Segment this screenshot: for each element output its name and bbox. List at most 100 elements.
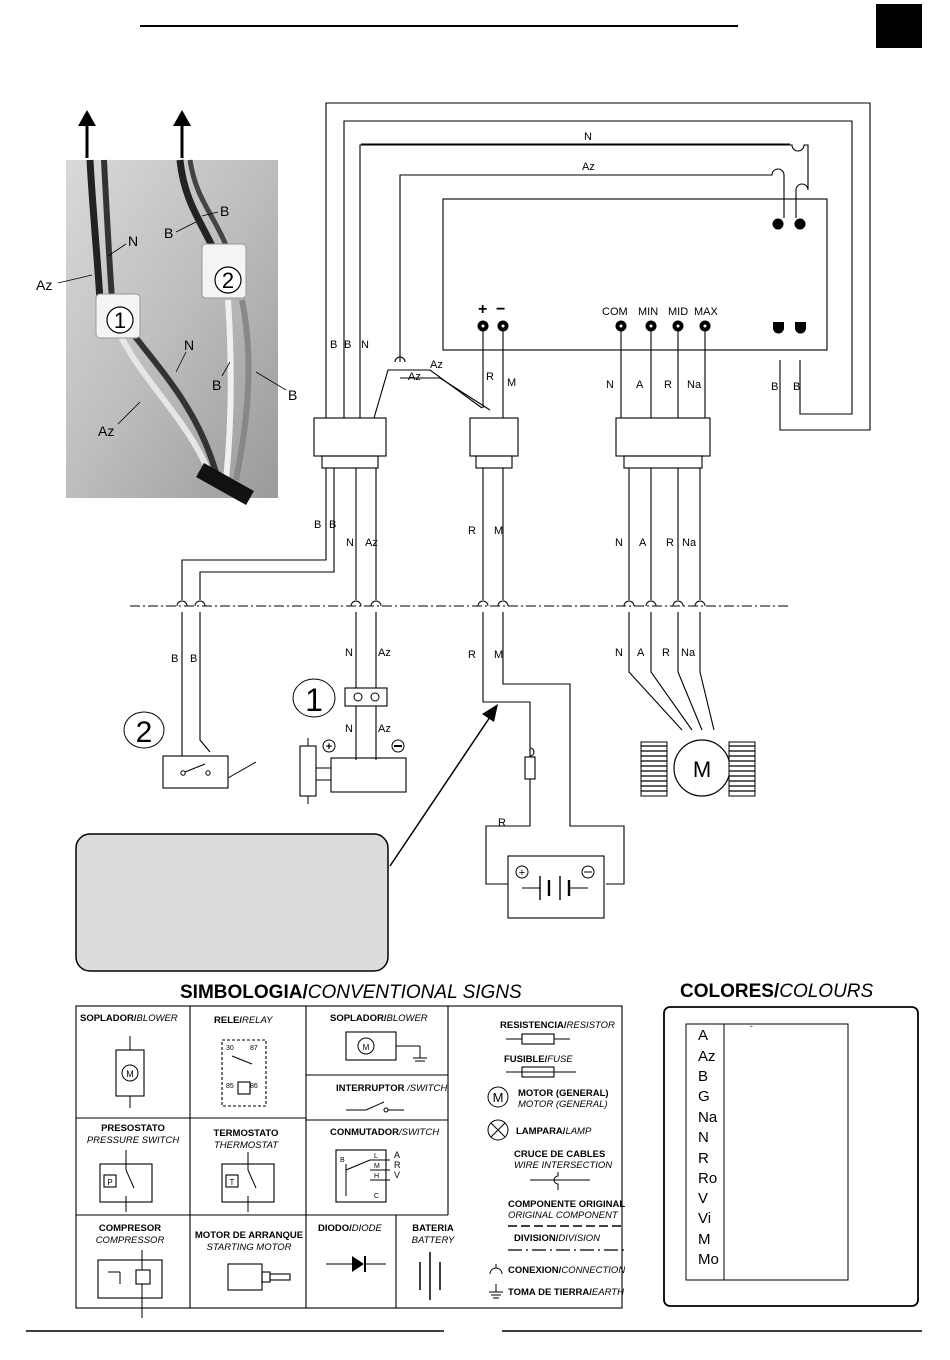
wire-label-r-bat-2: R xyxy=(498,817,506,829)
wire-label-r-fan-1: R xyxy=(664,379,672,391)
svg-text:T: T xyxy=(230,1178,235,1187)
fuse-connector-1 xyxy=(344,687,388,707)
svg-text:TOMA DE TIERRA/EARTH: TOMA DE TIERRA/EARTH xyxy=(508,1287,624,1298)
svg-text:85: 85 xyxy=(226,1083,234,1090)
wire-label-b-right-1: B xyxy=(771,381,778,393)
terminal-plus xyxy=(477,320,489,332)
svg-text:SOPLADOR/BLOWER: SOPLADOR/BLOWER xyxy=(330,1013,428,1024)
terminal-label-plus: + xyxy=(478,301,487,318)
pressure-switch-component xyxy=(162,755,257,789)
wire-label-b-sw-1: B xyxy=(171,653,178,665)
wire-label-b-lo-2: B xyxy=(329,519,336,531)
wire-label-n-fan-1: N xyxy=(606,379,614,391)
wire-label-na-fan-2: Na xyxy=(682,537,697,549)
wire-label-az-st-1: Az xyxy=(378,647,391,659)
terminal-max xyxy=(699,320,711,332)
control-panel xyxy=(442,198,828,351)
colours-title: COLORES/COLOURS xyxy=(680,981,874,1002)
symbology-table xyxy=(75,1005,623,1309)
sym-earth-es: TOMA DE TIERRA/ xyxy=(508,1287,592,1298)
wire-label-a-fan-2: A xyxy=(639,537,647,549)
svg-text:INTERRUPTOR /SWITCH: INTERRUPTOR /SWITCH xyxy=(336,1083,447,1094)
motor-legend-icon xyxy=(487,1086,509,1108)
wire-label-b-sw-2: B xyxy=(190,653,197,665)
terminal-com xyxy=(615,320,627,332)
sym-diode-es: DIODO/ xyxy=(318,1223,352,1234)
sym-lamp-en: LAMP xyxy=(565,1126,592,1137)
colour-code-b: B xyxy=(698,1068,709,1085)
wire-label-b-right-2: B xyxy=(793,381,800,393)
sym-orig-es: COMPONENTE ORIGINAL xyxy=(508,1199,625,1210)
sym-conn-en: CONNECTION xyxy=(561,1265,625,1276)
sym-blower1-es: SOPLADOR/ xyxy=(80,1013,137,1024)
colour-code-r: R xyxy=(698,1150,709,1167)
svg-text:P: P xyxy=(107,1178,112,1187)
svg-text:FUSIBLE/FUSE: FUSIBLE/FUSE xyxy=(504,1054,573,1065)
wire-label-m-mid-1: M xyxy=(494,525,503,537)
photo-label-n-1: N xyxy=(128,233,138,249)
svg-text:M: M xyxy=(363,1043,370,1052)
sym-starter-es: MOTOR DE ARRANQUE xyxy=(195,1230,303,1241)
wire-label-az-st-2: Az xyxy=(378,723,391,735)
wire-label-r-plus: R xyxy=(486,371,494,383)
sym-thermo-en: THERMOSTAT xyxy=(214,1140,279,1151)
photo-label-b-1: B xyxy=(164,225,173,241)
colour-code-mo: Mo xyxy=(698,1251,719,1268)
sym-motor-es: MOTOR (GENERAL) xyxy=(518,1088,609,1099)
terminal-label-minus: − xyxy=(496,301,505,318)
wire-label-m-bat-1: M xyxy=(494,649,503,661)
wire-label-b-2: B xyxy=(344,339,351,351)
svg-text:RELE/RELAY: RELE/RELAY xyxy=(214,1015,273,1026)
svg-text:86: 86 xyxy=(250,1083,258,1090)
wire-label-n-fan-3: N xyxy=(615,647,623,659)
photo-label-one: 1 xyxy=(114,308,126,333)
svg-text:B: B xyxy=(340,1157,345,1164)
sym-resistor-en: RESISTOR xyxy=(567,1020,616,1031)
wire-label-n-st-1: N xyxy=(345,647,353,659)
wire-label-az-lo-1: Az xyxy=(365,537,378,549)
wire-label-na-fan-1: Na xyxy=(687,379,702,391)
photo-label-b-2: B xyxy=(220,203,229,219)
sym-lamp-es: LAMPARA/ xyxy=(516,1126,566,1137)
callout-two: 2 xyxy=(136,716,153,749)
svg-text:C: C xyxy=(374,1193,379,1200)
photo-label-n-2: N xyxy=(184,337,194,353)
colour-code-az: Az xyxy=(698,1048,716,1065)
wire-label-n-lo-1: N xyxy=(346,537,354,549)
sym-relay-en: RELAY xyxy=(242,1015,273,1026)
callout-one: 1 xyxy=(305,682,323,718)
colour-code-m: M xyxy=(698,1231,711,1248)
symbology-title: SIMBOLOGIA/CONVENTIONAL SIGNS xyxy=(180,982,522,1003)
wire-label-az-cross-1: Az xyxy=(430,359,443,371)
sym-cross-es: CRUCE DE CABLES xyxy=(514,1149,605,1160)
terminal-min xyxy=(645,320,657,332)
svg-text:+: + xyxy=(519,867,525,879)
sym-commut-es: CONMUTADOR xyxy=(330,1127,399,1138)
battery-component: + xyxy=(507,855,605,919)
wire-label-n-fan-2: N xyxy=(615,537,623,549)
svg-text:87: 87 xyxy=(250,1045,258,1052)
sym-conn-es: CONEXION/ xyxy=(508,1265,562,1276)
cable-photo: 1 2 Az N B B N B B Az xyxy=(36,159,297,505)
wire-label-n-st-2: N xyxy=(345,723,353,735)
wire-label-a-fan-3: A xyxy=(637,647,645,659)
svg-text:30: 30 xyxy=(226,1045,234,1052)
sym-starter-en: STARTING MOTOR xyxy=(207,1242,292,1253)
wire-label-r-fan-2: R xyxy=(666,537,674,549)
svg-text:CONEXION/CONNECTION: CONEXION/CONNECTION xyxy=(508,1265,625,1276)
colour-code-g: G xyxy=(698,1088,710,1105)
sym-compressor-es: COMPRESOR xyxy=(99,1223,161,1234)
sym-div-en: DIVISION xyxy=(558,1233,600,1244)
sym-relay-es: RELE/ xyxy=(214,1015,242,1026)
page-tab-block xyxy=(876,4,922,48)
terminal-label-max: MAX xyxy=(694,306,719,318)
sym-battery-es: BATERIA xyxy=(412,1223,454,1234)
svg-text:DIVISION/DIVISION: DIVISION/DIVISION xyxy=(514,1233,600,1244)
sym-cross-en: WIRE INTERSECTION xyxy=(514,1160,612,1171)
photo-label-az-1: Az xyxy=(36,277,52,293)
sym-motor-en: MOTOR (GENERAL) xyxy=(518,1099,608,1110)
note-box xyxy=(75,833,389,972)
up-arrow-icon xyxy=(78,110,96,158)
svg-text:M: M xyxy=(374,1163,380,1170)
colour-code-a: A xyxy=(698,1027,709,1044)
